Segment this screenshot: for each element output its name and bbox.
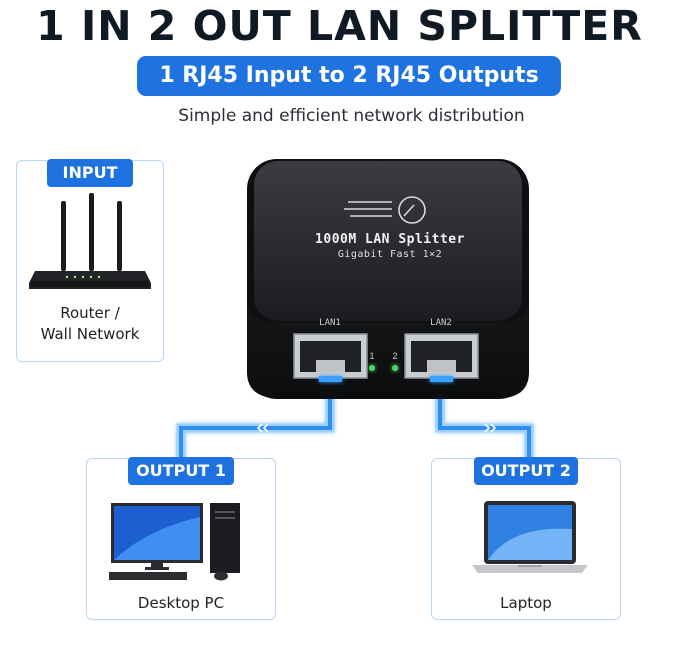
led-1 <box>369 365 375 371</box>
output1-cable-arrows <box>256 423 269 433</box>
output2-card: OUTPUT 2 Laptop <box>431 457 621 620</box>
router-icon <box>29 193 151 289</box>
tagline: Simple and efficient network distributio… <box>178 106 525 126</box>
lan2-label: LAN2 <box>430 318 452 328</box>
lan1-port <box>293 333 368 382</box>
speed-logo-icon <box>344 196 426 224</box>
output2-cable-arrows <box>484 423 497 433</box>
desktop-pc-icon <box>109 503 240 581</box>
device-spec: Gigabit Fast 1×2 <box>337 249 443 260</box>
output2-label: OUTPUT 2 <box>474 457 578 485</box>
device-name: 1000M LAN Splitter <box>315 232 465 247</box>
led-1-label: 1 <box>369 351 375 361</box>
output1-label: OUTPUT 1 <box>128 457 234 485</box>
subtitle-banner: 1 RJ45 Input to 2 RJ45 Outputs <box>137 56 561 96</box>
output1-cable <box>176 382 335 466</box>
input-caption-line2: Wall Network <box>40 325 140 343</box>
page-title: 1 IN 2 OUT LAN SPLITTER <box>36 2 643 50</box>
lan1-label: LAN1 <box>319 318 341 328</box>
output1-card: OUTPUT 1 Desktop PC <box>86 457 276 620</box>
input-cable-arrows <box>189 259 241 269</box>
input-caption-line1: Router / <box>60 304 120 322</box>
output1-caption: Desktop PC <box>137 594 225 612</box>
led-2-label: 2 <box>392 351 398 361</box>
input-label: INPUT <box>47 159 133 187</box>
laptop-icon <box>472 501 588 573</box>
led-2 <box>392 365 398 371</box>
output2-caption: Laptop <box>500 594 552 612</box>
input-card: INPUT Router / Wall Network <box>16 159 164 362</box>
output2-cable <box>435 382 534 466</box>
lan2-port <box>404 333 479 382</box>
